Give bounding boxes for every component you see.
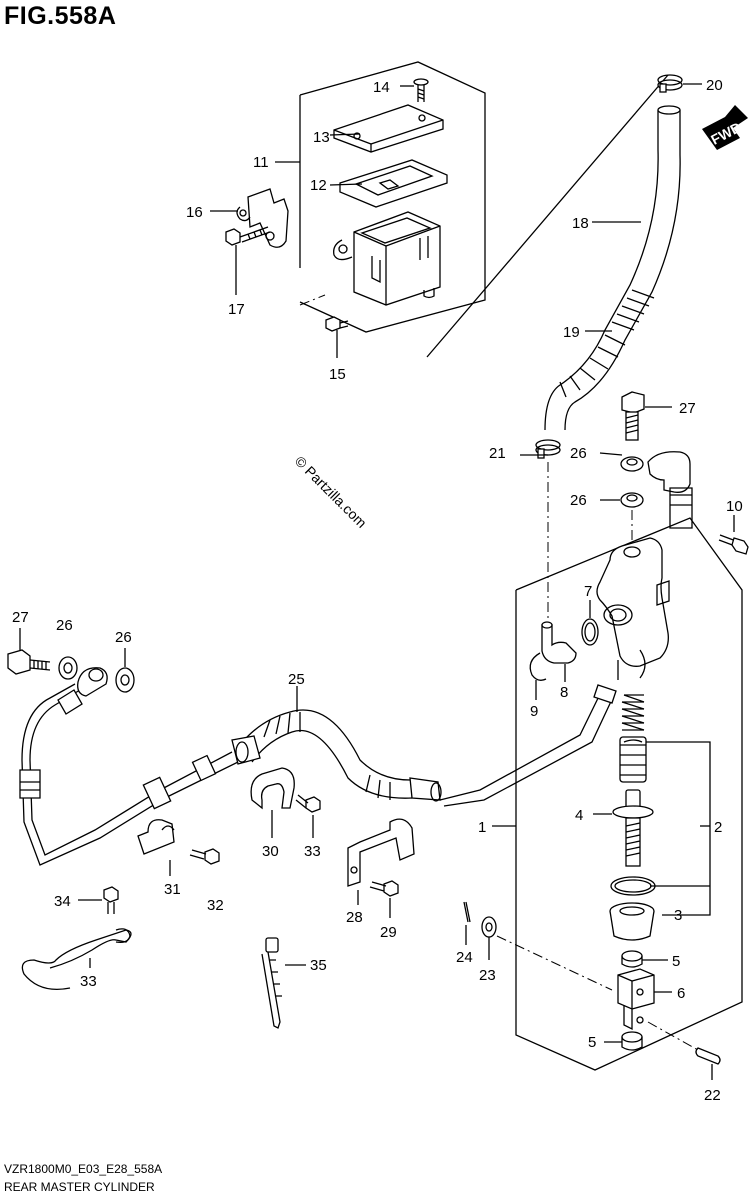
washer-left-outer[interactable] <box>115 648 135 693</box>
leader-lines-reservoir <box>210 85 414 358</box>
dash-line-washer <box>496 935 613 991</box>
piston-set-bracket <box>646 741 711 916</box>
hose-clamp-31[interactable] <box>137 819 175 876</box>
hose-clamp-bottom[interactable] <box>535 439 561 459</box>
label-27-left[interactable]: 27 <box>12 609 29 626</box>
label-23[interactable]: 23 <box>479 967 496 984</box>
label-10[interactable]: 10 <box>726 498 743 515</box>
label-6[interactable]: 6 <box>677 985 685 1002</box>
plain-washer[interactable] <box>481 916 497 960</box>
master-cylinder-box <box>515 517 743 1071</box>
label-16[interactable]: 16 <box>186 204 203 221</box>
reservoir-hose[interactable] <box>544 105 681 431</box>
hose-bracket-28[interactable] <box>347 818 415 905</box>
reservoir-screw[interactable] <box>325 316 349 332</box>
label-4[interactable]: 4 <box>575 807 583 824</box>
label-27-top[interactable]: 27 <box>679 400 696 417</box>
inlet-fitting[interactable] <box>541 621 577 664</box>
reservoir-cap[interactable] <box>333 104 444 153</box>
clamp-bolt-32[interactable] <box>189 848 220 865</box>
label-32[interactable]: 32 <box>207 897 224 914</box>
lock-nut-upper[interactable] <box>621 950 668 968</box>
label-12[interactable]: 12 <box>310 177 327 194</box>
hose-clamp-30[interactable] <box>250 767 295 838</box>
banjo-fitting-upper[interactable] <box>647 451 693 529</box>
snap-ring[interactable] <box>610 876 656 896</box>
bracket-bolt-29[interactable] <box>369 880 399 918</box>
bolt-34[interactable] <box>78 886 119 914</box>
master-cylinder-body[interactable] <box>596 537 670 680</box>
label-9[interactable]: 9 <box>530 703 538 720</box>
label-18[interactable]: 18 <box>572 215 589 232</box>
label-8[interactable]: 8 <box>560 684 568 701</box>
diagram-code: VZR1800M0_E03_E28_558A <box>4 1162 163 1176</box>
label-1[interactable]: 1 <box>478 819 486 836</box>
label-15[interactable]: 15 <box>329 366 346 383</box>
clevis[interactable] <box>617 968 672 1031</box>
circlip[interactable] <box>529 652 547 700</box>
brake-hose[interactable] <box>19 667 617 866</box>
label-22[interactable]: 22 <box>704 1087 721 1104</box>
label-7[interactable]: 7 <box>584 583 592 600</box>
label-25[interactable]: 25 <box>288 671 305 688</box>
cap-screw[interactable] <box>413 78 429 102</box>
label-20[interactable]: 20 <box>706 77 723 94</box>
label-26-upper[interactable]: 26 <box>570 445 587 462</box>
hose-clamp-top[interactable] <box>657 74 702 93</box>
cotter-pin[interactable] <box>463 901 471 945</box>
lock-nut-lower[interactable] <box>604 1031 643 1051</box>
return-spring[interactable] <box>621 694 645 731</box>
figure-title: FIG.558A <box>4 2 117 30</box>
label-26-left-b[interactable]: 26 <box>115 629 132 646</box>
label-21[interactable]: 21 <box>489 445 506 462</box>
bracket-bolt[interactable] <box>225 226 271 246</box>
cable-tie[interactable] <box>261 937 306 1029</box>
label-13[interactable]: 13 <box>313 129 330 146</box>
o-ring[interactable] <box>581 600 599 646</box>
label-28[interactable]: 28 <box>346 909 363 926</box>
label-29[interactable]: 29 <box>380 924 397 941</box>
label-31[interactable]: 31 <box>164 881 181 898</box>
washer-upper[interactable] <box>599 452 644 472</box>
push-rod[interactable] <box>593 789 654 867</box>
connection-line <box>426 74 669 358</box>
label-11[interactable]: 11 <box>253 154 269 171</box>
dust-boot[interactable] <box>609 902 655 941</box>
clevis-pin[interactable] <box>695 1047 721 1080</box>
clamp-bolt-33[interactable] <box>295 794 321 838</box>
banjo-bolt-lower[interactable] <box>7 628 51 675</box>
banjo-bolt-upper[interactable] <box>621 391 672 441</box>
fwd-arrow: FWD <box>702 105 748 150</box>
mounting-bolt[interactable] <box>718 515 749 555</box>
label-19[interactable]: 19 <box>563 324 580 341</box>
wire-clamp-33[interactable] <box>21 928 132 991</box>
label-5-upper[interactable]: 5 <box>672 953 680 970</box>
reservoir-bracket[interactable] <box>236 188 289 248</box>
label-26-left-a[interactable]: 26 <box>56 617 73 634</box>
piston[interactable] <box>619 736 647 783</box>
label-33-left[interactable]: 33 <box>80 973 97 990</box>
label-34[interactable]: 34 <box>54 893 71 910</box>
reservoir-body[interactable] <box>333 211 441 306</box>
diaphragm-plate[interactable] <box>339 159 448 208</box>
reservoir-group-box <box>299 61 486 333</box>
label-24[interactable]: 24 <box>456 949 473 966</box>
label-17[interactable]: 17 <box>228 301 245 318</box>
label-14[interactable]: 14 <box>373 79 390 96</box>
label-26-lower[interactable]: 26 <box>570 492 587 509</box>
watermark: © Partzilla.com <box>292 453 370 531</box>
label-33-mid[interactable]: 33 <box>304 843 321 860</box>
label-35[interactable]: 35 <box>310 957 327 974</box>
diagram-caption: REAR MASTER CYLINDER <box>4 1180 155 1194</box>
washer-lower[interactable] <box>600 492 644 508</box>
part-labels: 14 13 11 12 16 17 15 20 18 19 27 21 26 2… <box>12 77 743 1104</box>
washer-left-inner[interactable] <box>58 656 78 680</box>
label-5-lower[interactable]: 5 <box>588 1034 596 1051</box>
label-30[interactable]: 30 <box>262 843 279 860</box>
label-3[interactable]: 3 <box>674 907 682 924</box>
dash-line-pin <box>647 1021 699 1051</box>
label-2[interactable]: 2 <box>714 819 722 836</box>
